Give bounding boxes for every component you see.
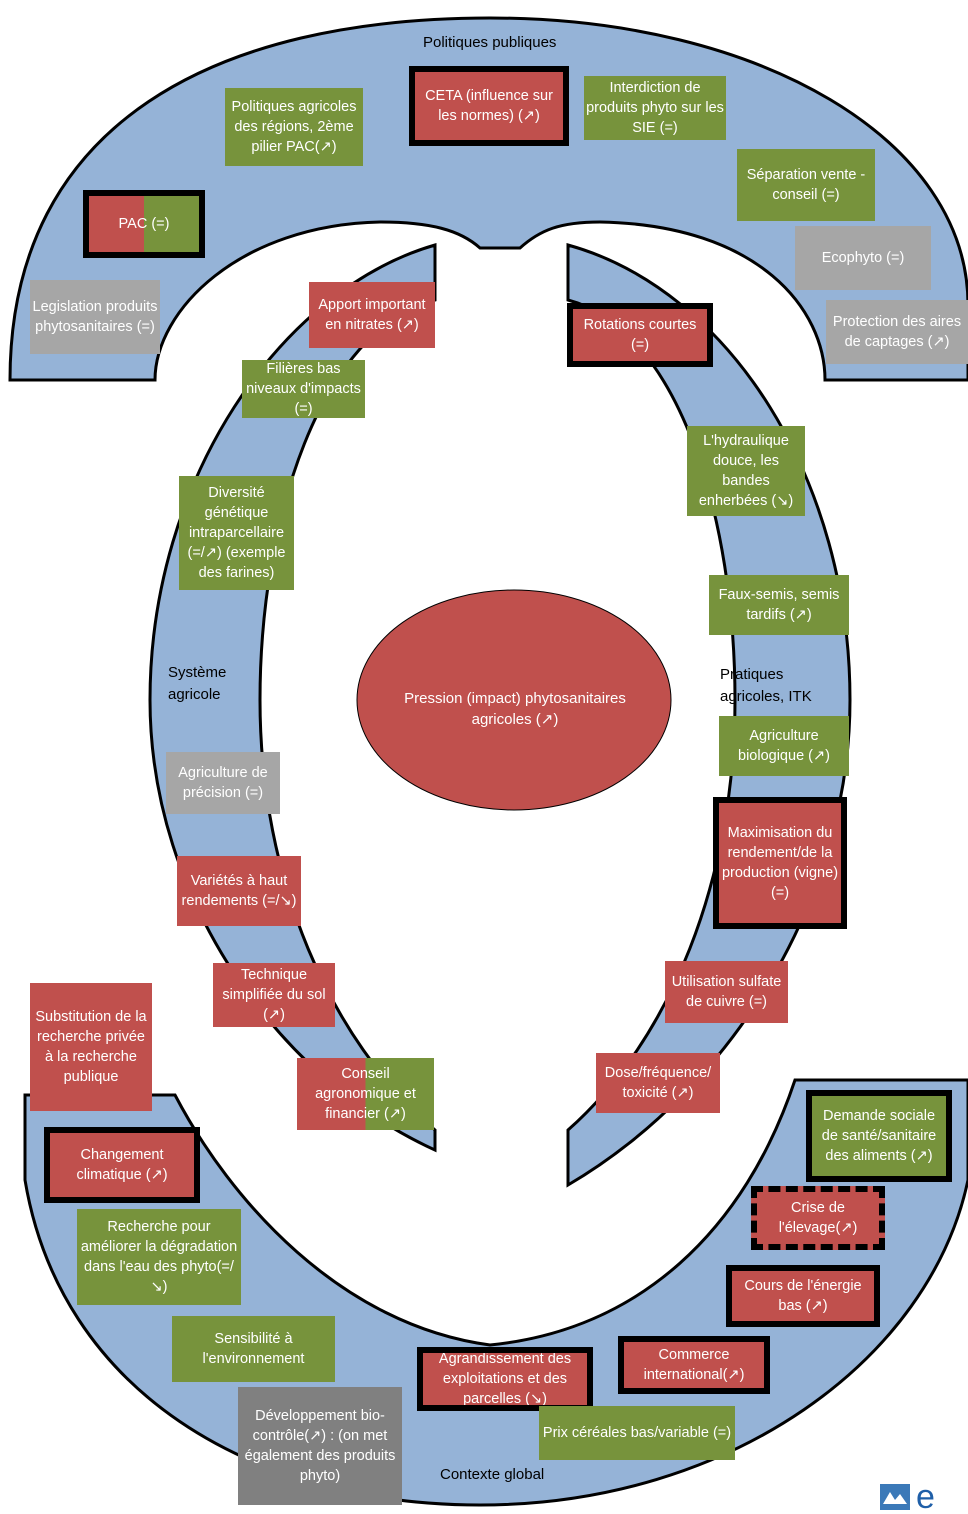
box-elevage: Crise de l'élevage(↗) <box>751 1186 885 1250</box>
box-ecophyto: Ecophyto (=) <box>795 226 931 290</box>
box-commerce: Commerce international(↗) <box>618 1336 770 1394</box>
box-substitution: Substitution de la recherche privée à la… <box>30 983 152 1111</box>
box-dose: Dose/fréquence/ toxicité (↗) <box>596 1053 720 1113</box>
box-sensibilite: Sensibilité à l'environnement <box>172 1316 335 1382</box>
box-sulfate: Utilisation sulfate de cuivre (=) <box>665 961 788 1023</box>
box-agri-bio: Agriculture biologique (↗) <box>719 716 849 776</box>
box-demande: Demande sociale de santé/sanitaire des a… <box>806 1090 952 1182</box>
box-politiques-agricoles: Politiques agricoles des régions, 2ème p… <box>225 88 363 166</box>
box-maximisation: Maximisation du rendement/de la producti… <box>713 797 847 929</box>
box-pac: PAC (=) <box>83 190 205 258</box>
box-separation: Séparation vente - conseil (=) <box>737 149 875 221</box>
box-protection: Protection des aires de captages (↗) <box>826 300 968 364</box>
ring-label-politiques: Politiques publiques <box>423 34 557 51</box>
svg-text:e: e <box>916 1478 935 1514</box>
ring-label-pratiques: Pratiques agricoles, ITK <box>720 666 812 705</box>
box-faux-semis: Faux-semis, semis tardifs (↗) <box>709 575 849 635</box>
logo-icon: e <box>880 1478 935 1514</box>
box-agri-precision: Agriculture de précision (=) <box>166 752 280 814</box>
box-conseil: Conseil agronomique et financier (↗) <box>297 1058 434 1130</box>
box-recherche: Recherche pour améliorer la dégradation … <box>77 1209 241 1305</box>
box-diversite: Diversité génétique intraparcellaire (=/… <box>179 476 294 590</box>
ring-label-systeme: Système agricole <box>168 664 227 703</box>
box-agrandissement: Agrandissement des exploitations et des … <box>417 1347 593 1411</box>
ring-label-contexte: Contexte global <box>440 1466 545 1483</box>
box-filieres: Filières bas niveaux d'impacts (=) <box>242 360 365 418</box>
box-hydraulique: L'hydraulique douce, les bandes enherbée… <box>687 426 805 516</box>
box-ceta: CETA (influence sur les normes) (↗) <box>409 66 569 146</box>
box-rotations: Rotations courtes (=) <box>567 303 713 367</box>
box-apport: Apport important en nitrates (↗) <box>309 282 435 348</box>
box-developpement: Développement bio-contrôle(↗) : (on met … <box>238 1387 402 1505</box>
box-legislation: Legislation produits phytosanitaires (=) <box>30 280 160 354</box>
box-interdiction: Interdiction de produits phyto sur les S… <box>584 76 726 140</box>
box-varietes: Variétés à haut rendements (=/↘) <box>177 856 301 926</box>
center-circle <box>356 589 672 811</box>
center-text: Pression (impact) phytosanitaires agrico… <box>404 690 626 728</box>
box-energie: Cours de l'énergie bas (↗) <box>726 1265 880 1327</box>
box-technique: Technique simplifiée du sol (↗) <box>213 963 335 1027</box>
box-changement: Changement climatique (↗) <box>44 1127 200 1203</box>
box-prix: Prix céréales bas/variable (=) <box>539 1406 735 1460</box>
